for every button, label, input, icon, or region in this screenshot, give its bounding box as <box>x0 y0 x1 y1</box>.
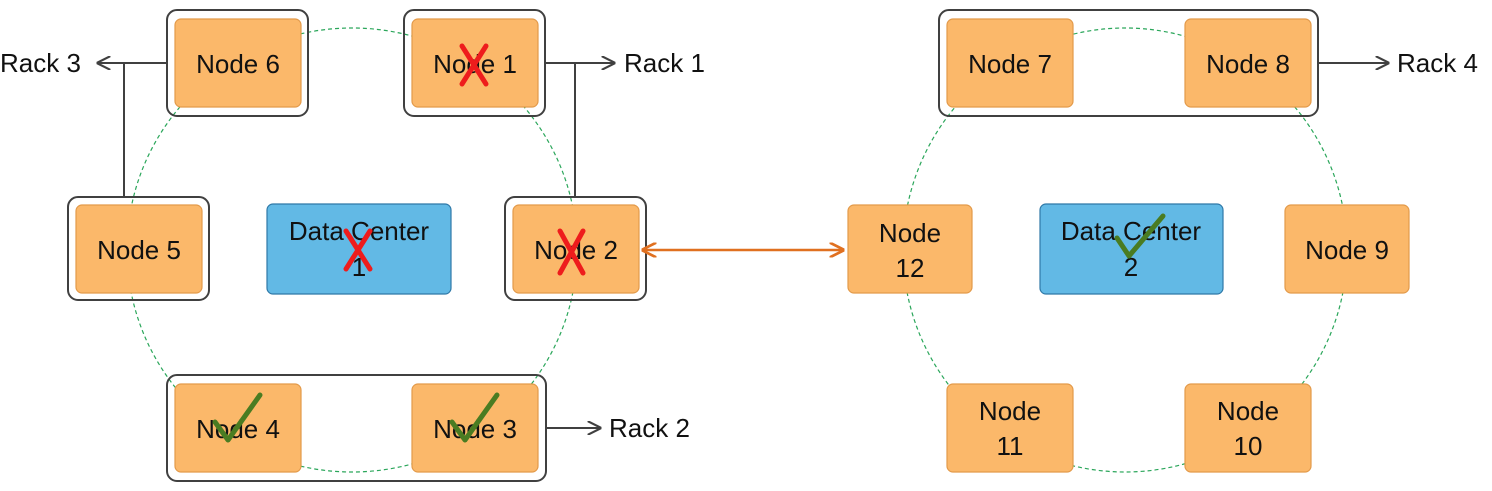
node-1[interactable]: Node 1 <box>411 18 539 108</box>
node-4[interactable]: Node 4 <box>174 383 302 473</box>
rack-3-label: Rack 3 <box>0 48 81 78</box>
x-mark-icon <box>557 228 586 276</box>
node-3[interactable]: Node 3 <box>411 383 539 473</box>
data-center-2-group: Rack 4 Node 7 Node 8 Node 12 Node 9 Node… <box>847 9 1478 473</box>
node-5-label: Node 5 <box>97 235 181 265</box>
node-6-label: Node 6 <box>196 49 280 79</box>
node-11[interactable]: Node 11 <box>946 383 1074 473</box>
rack-3-connector <box>123 62 167 197</box>
check-mark-icon <box>449 392 500 443</box>
node-5[interactable]: Node 5 <box>75 204 203 294</box>
node-9[interactable]: Node 9 <box>1284 204 1410 294</box>
node-6[interactable]: Node 6 <box>174 18 302 108</box>
data-center-1-group: Rack 3 Rack 1 Rack 2 Node 6 Node 1 Node … <box>0 9 705 482</box>
rack-3-box-lower <box>67 196 210 301</box>
node-2[interactable]: Node 2 <box>512 204 640 294</box>
data-center-2[interactable]: Data Center 2 <box>1039 203 1224 295</box>
data-center-2-number: 2 <box>1124 252 1138 282</box>
node-10[interactable]: Node 10 <box>1184 383 1312 473</box>
data-center-1[interactable]: Data Center 1 <box>266 203 452 295</box>
node-7[interactable]: Node 7 <box>946 18 1074 108</box>
rack-2-label: Rack 2 <box>609 413 690 443</box>
data-center-1-title: Data Center <box>289 216 430 246</box>
check-mark-icon <box>1114 213 1166 259</box>
rack-1-connector <box>545 62 576 197</box>
node-11-label-line1: Node <box>979 396 1041 426</box>
node-8-label: Node 8 <box>1206 49 1290 79</box>
x-mark-icon <box>343 228 373 272</box>
node-12-label-line1: Node <box>879 218 941 248</box>
node-10-label-line2: 10 <box>1234 431 1263 461</box>
node-12-label-line2: 12 <box>896 253 925 283</box>
node-9-label: Node 9 <box>1305 235 1389 265</box>
data-center-2-title: Data Center <box>1061 216 1202 246</box>
node-7-label: Node 7 <box>968 49 1052 79</box>
node-12[interactable]: Node 12 <box>847 204 973 294</box>
x-mark-icon <box>459 43 489 87</box>
node-10-label-line1: Node <box>1217 396 1279 426</box>
node-11-label-line2: 11 <box>997 431 1024 461</box>
node-8[interactable]: Node 8 <box>1184 18 1312 108</box>
rack-1-label: Rack 1 <box>624 48 705 78</box>
check-mark-icon <box>212 392 263 443</box>
rack-4-label: Rack 4 <box>1397 48 1478 78</box>
